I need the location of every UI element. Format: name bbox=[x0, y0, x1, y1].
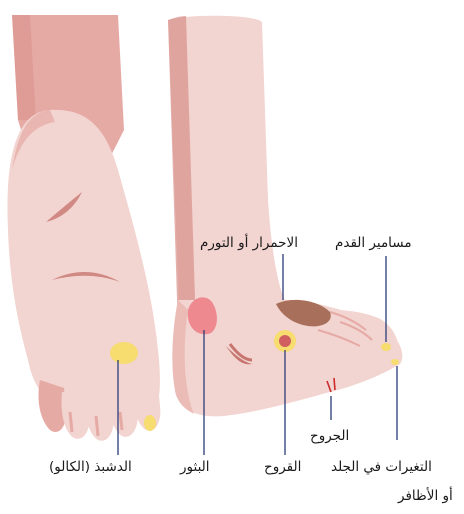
left-sole bbox=[7, 110, 159, 418]
label-callus: الدشبذ (الكالو) bbox=[49, 461, 132, 475]
label-redness-swelling: الاحمرار أو التورم bbox=[200, 237, 298, 251]
label-skin-nail-changes-line2: أو الأظافر bbox=[398, 490, 453, 504]
callus-spot-ball bbox=[110, 342, 138, 364]
left-foot bbox=[7, 15, 160, 441]
label-skin-nail-changes-line1: التغيرات في الجلد bbox=[331, 461, 432, 475]
label-cuts: الجروح bbox=[310, 430, 349, 444]
corn-spot bbox=[381, 343, 391, 351]
label-corns: مسامير القدم bbox=[335, 237, 412, 251]
label-ulcers: القروح bbox=[264, 461, 301, 475]
label-blisters: البثور bbox=[180, 461, 210, 475]
nail-change-spot bbox=[391, 359, 399, 365]
callus-spot-toe bbox=[144, 415, 156, 431]
